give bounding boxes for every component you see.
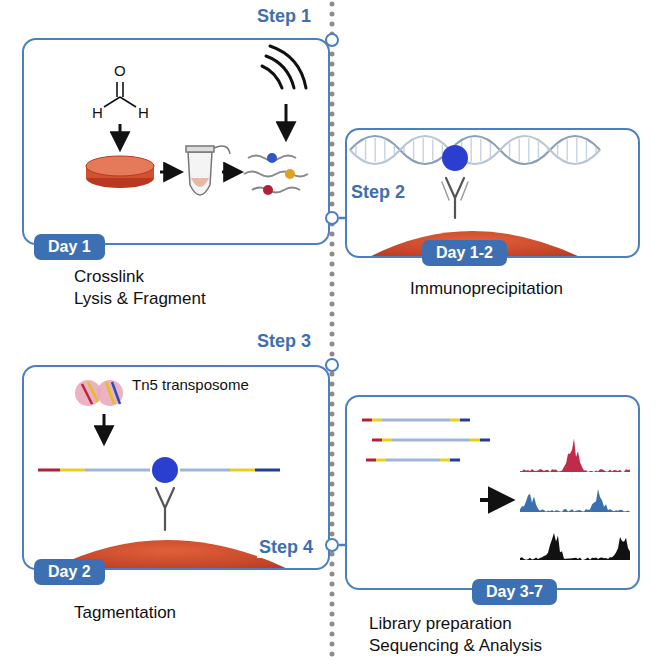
step-marker: Step 3: [325, 358, 339, 372]
step-caption: Immunoprecipitation: [410, 278, 563, 300]
illustration-label: Tn5 transposome: [132, 376, 249, 394]
formaldehyde: [104, 82, 136, 107]
step-label: Step 1: [255, 5, 313, 27]
signal-track: [520, 438, 630, 472]
arrow: [480, 498, 510, 502]
day-label: Day 3-7: [486, 579, 543, 605]
arrow: [222, 171, 240, 174]
signal-track: [520, 489, 630, 512]
protein: [152, 457, 178, 483]
step-label: Step 2: [349, 181, 407, 203]
step-caption: Lysis & Fragment: [74, 288, 206, 310]
library-fragments: [362, 420, 490, 460]
dna-helix: [350, 136, 600, 164]
antibody: [156, 488, 174, 530]
sonication: [262, 46, 306, 88]
dna-fragments: [244, 153, 308, 195]
day-tab: Day 1: [34, 234, 105, 260]
day-label: Day 1: [48, 234, 91, 260]
step-marker: Step 1: [325, 33, 339, 47]
illustration-label: H: [138, 104, 149, 122]
arrow: [103, 414, 106, 442]
illustration-label: O: [114, 62, 126, 80]
arrow: [160, 171, 180, 174]
step-marker: Step 2: [325, 211, 339, 225]
antibody: [442, 178, 468, 218]
step-caption: Crosslink: [74, 266, 144, 288]
step-label: Step 3: [255, 330, 313, 352]
step-marker: Step 4: [325, 538, 339, 552]
petri-dish: [86, 156, 154, 188]
step-caption: Tagmentation: [74, 602, 176, 624]
signal-track: [520, 533, 630, 560]
protein: [442, 145, 468, 171]
arrow: [119, 124, 122, 148]
step-label: Step 4: [257, 536, 315, 558]
step-panel: Library preparationSequencing & Analysis…: [345, 395, 640, 590]
dotted-timeline: [330, 4, 335, 662]
step-caption: Sequencing & Analysis: [369, 635, 542, 657]
day-tab: Day 2: [34, 559, 105, 585]
tn5-transposome: [75, 380, 123, 406]
day-label: Day 1-2: [436, 240, 493, 266]
arrow: [285, 104, 288, 138]
illustration-label: H: [92, 104, 103, 122]
day-tab: Day 1-2: [422, 240, 507, 266]
day-tab: Day 3-7: [472, 579, 557, 605]
step-panel: CrosslinkLysis & FragmentDay 1: [22, 38, 330, 245]
step-caption: Library preparation: [369, 613, 512, 635]
day-label: Day 2: [48, 559, 91, 585]
